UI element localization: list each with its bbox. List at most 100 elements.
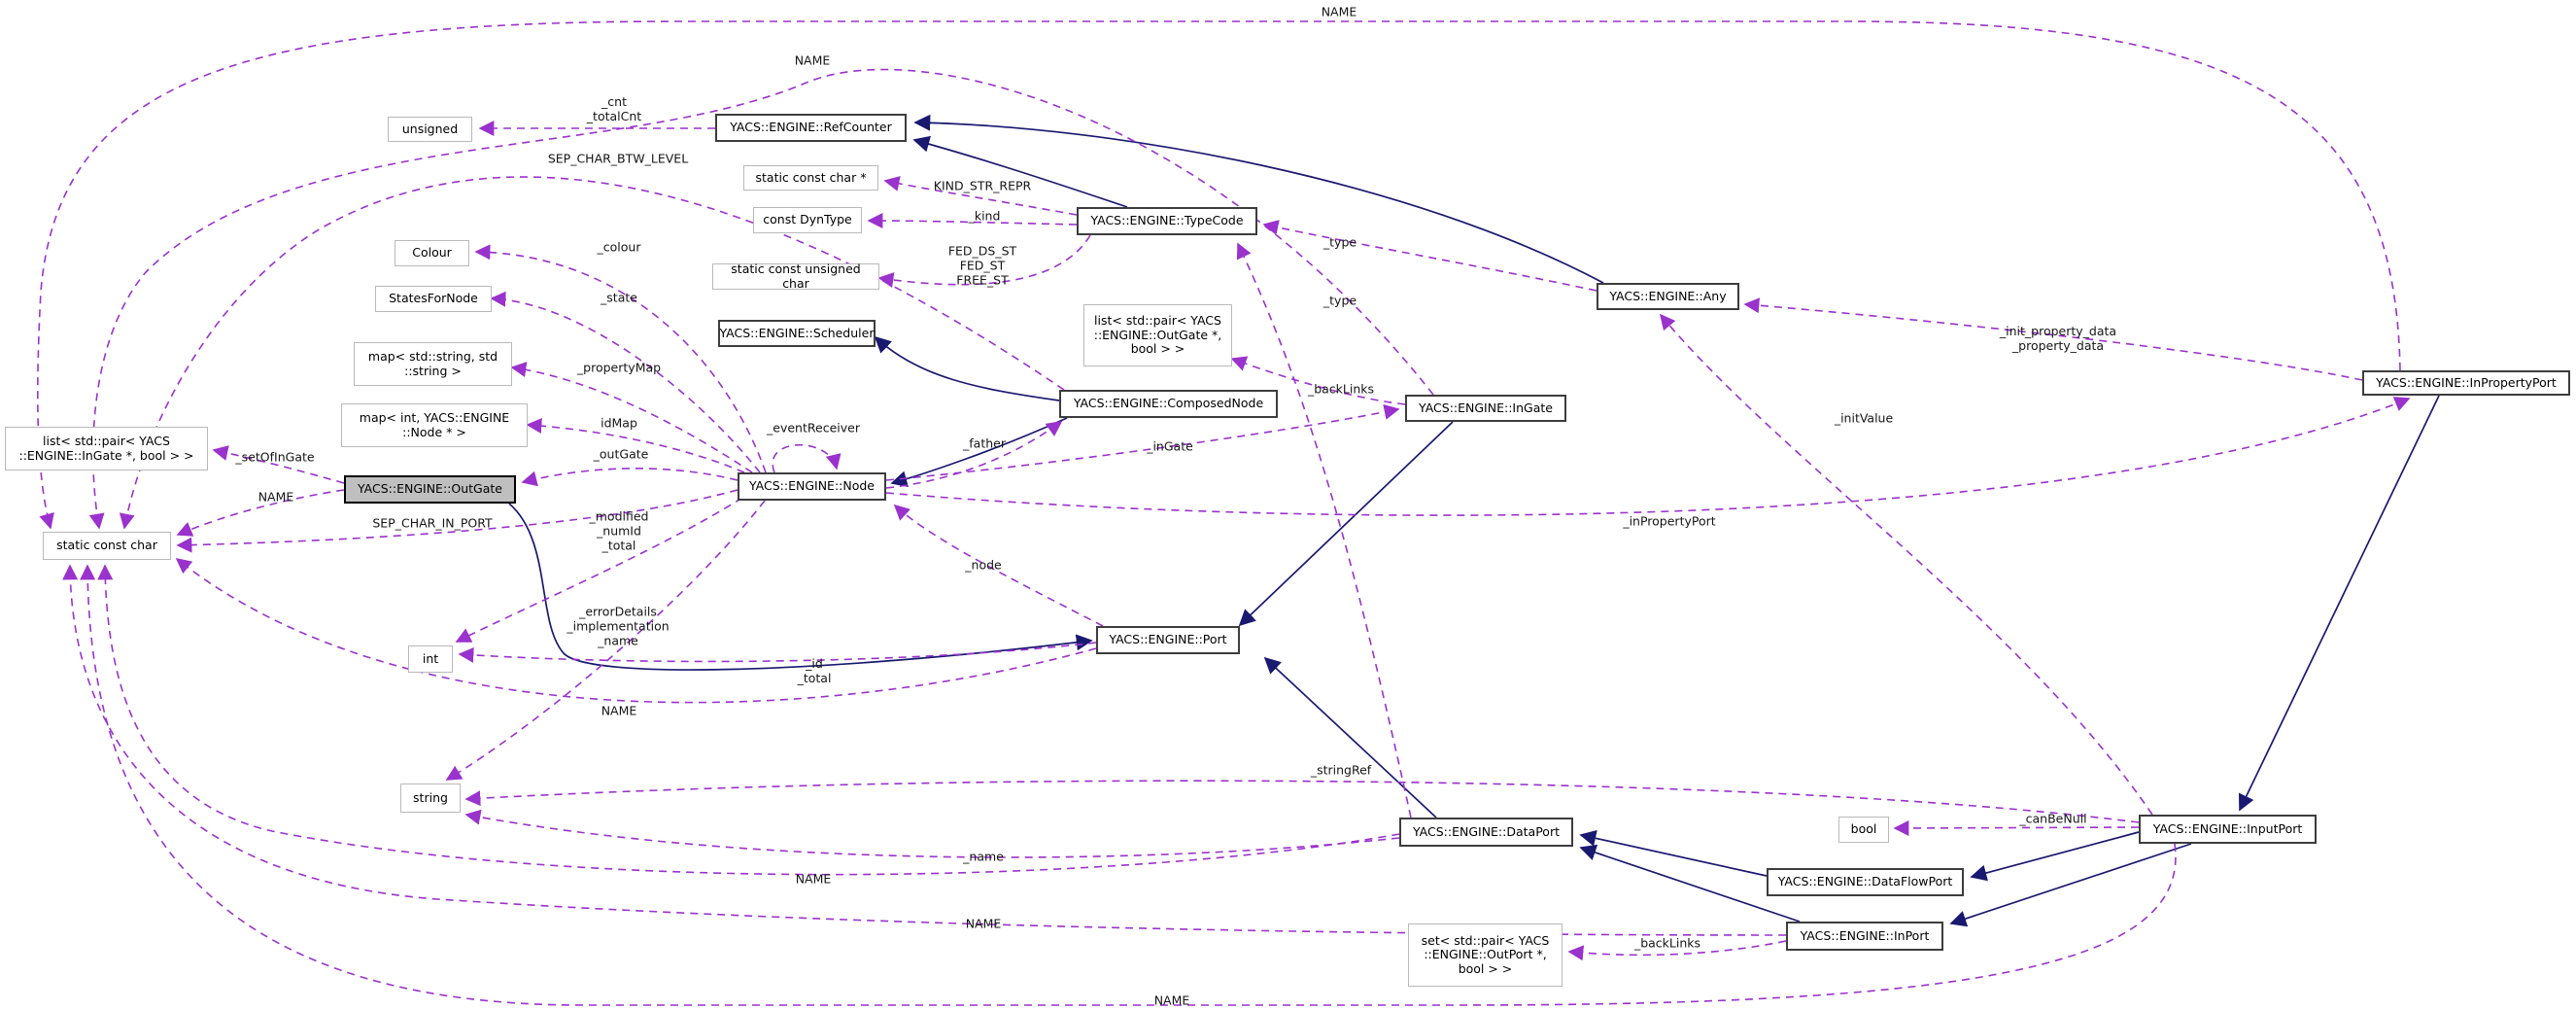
edge-label-name-inpropertyport: NAME	[1321, 4, 1357, 19]
typedef-node-static-const-unsigned-char: static const unsigned char	[712, 261, 879, 290]
class-node-inpropertyport[interactable]: YACS::ENGINE::InPropertyPort	[2362, 370, 2570, 396]
edge-label-kind-str-repr: KIND_STR_REPR	[933, 178, 1032, 193]
edge-use-dataport-name	[97, 564, 1400, 876]
edge-label-name-inputport: NAME	[1153, 993, 1190, 1008]
edge-label-name-inport: NAME	[965, 916, 1002, 931]
edge-label-kind: _kind	[968, 208, 1001, 224]
edge-use-inputport-stringref	[464, 780, 2140, 823]
edge-use-node-int	[455, 497, 743, 643]
edge-use-typecode-staticconstcharptr	[883, 176, 1078, 216]
edge-label-sep-char-in-port: SEP_CHAR_IN_PORT	[372, 515, 493, 531]
edge-label-canbenull: _canBeNull	[2019, 811, 2087, 826]
edge-label-init-property-data: _init_property_data _property_data	[1999, 324, 2117, 353]
edge-label-fed-ds-st: FED_DS_ST FED_ST FREE_ST	[947, 243, 1017, 288]
edge-use-node-self-eventreceiver	[772, 443, 841, 473]
edge-use-dataport-string	[464, 809, 1400, 858]
edge-use-node-inpropertyport	[885, 397, 2411, 516]
edge-use-outgate-setofingate	[212, 445, 345, 484]
edge-inherit-inpropertyport-inputport	[2238, 395, 2440, 812]
class-node-port[interactable]: YACS::ENGINE::Port	[1096, 626, 1240, 654]
typedef-node-set-outport-pairs: set< std::pair< YACS ::ENGINE::OutPort *…	[1408, 923, 1563, 987]
class-node-scheduler[interactable]: YACS::ENGINE::Scheduler	[718, 320, 876, 347]
edge-use-inport-backlinks-set	[1567, 940, 1787, 961]
class-node-dataport[interactable]: YACS::ENGINE::DataPort	[1399, 818, 1573, 847]
edge-label-colour: _colour	[597, 239, 641, 255]
edge-label-type-dataport: _type	[1322, 293, 1357, 308]
typedef-node-map-int-node: map< int, YACS::ENGINE ::Node * >	[341, 403, 528, 447]
edge-inherit-inputport-inport	[1949, 843, 2192, 927]
class-node-typecode[interactable]: YACS::ENGINE::TypeCode	[1077, 207, 1257, 235]
edge-use-port-node	[893, 504, 1104, 627]
edge-label-inpropertyport: _inPropertyPort	[1623, 513, 1716, 529]
edge-label-idmap: idMap	[601, 415, 637, 431]
edge-label-id-total: _id _total	[797, 656, 832, 685]
edge-label-cnt-totalcnt: _cnt _totalCnt	[586, 94, 642, 123]
class-node-inputport[interactable]: YACS::ENGINE::InputPort	[2139, 815, 2317, 844]
edge-use-typecode-dyntype	[867, 213, 1078, 229]
class-node-node[interactable]: YACS::ENGINE::Node	[738, 472, 886, 501]
edge-inherit-outgate-port	[508, 503, 1093, 671]
edge-label-setofingate: _setOfInGate	[235, 449, 315, 465]
typedef-node-string: string	[400, 784, 461, 813]
class-node-any[interactable]: YACS::ENGINE::Any	[1597, 283, 1739, 310]
typedef-node-bool: bool	[1838, 817, 1889, 843]
edge-inherit-composednode-scheduler	[874, 335, 1060, 401]
focus-node-outgate[interactable]: YACS::ENGINE::OutGate	[344, 475, 516, 504]
edge-use-node-string	[445, 500, 766, 781]
edge-label-name-member: _name	[963, 849, 1004, 864]
edge-label-modified-numid-total: _modified _numId _total	[589, 508, 649, 553]
edge-inherit-inport-dataport	[1579, 844, 1801, 923]
edge-label-state: _state	[601, 290, 637, 305]
edge-label-outgate: _outGate	[593, 446, 649, 462]
edge-use-dataport-typecode	[1236, 242, 1412, 818]
edge-use-composednode-sepcharbtwlevel	[119, 176, 1065, 530]
edge-use-typecode-staticconstunsignedchar	[877, 234, 1091, 289]
edge-label-backlinks-inport: _backLinks	[1633, 935, 1701, 951]
edge-use-inputport-any	[1659, 313, 2153, 816]
edge-use-node-statesfornode	[490, 291, 761, 473]
typedef-node-static-const-char-ptr: static const char *	[743, 165, 878, 191]
edge-use-inpropertyport-any	[1743, 297, 2363, 381]
typedef-node-int: int	[408, 645, 453, 673]
edge-inherit-composednode-node	[890, 417, 1068, 488]
edge-inherit-dataport-port	[1263, 656, 1437, 818]
edge-label-name-outgate: NAME	[258, 489, 294, 505]
edge-use-inpropertyport-name	[37, 20, 2401, 530]
typedef-node-list-outgate-pairs: list< std::pair< YACS ::ENGINE::OutGate …	[1083, 304, 1232, 366]
typedef-node-const-dyntype: const DynType	[753, 207, 862, 233]
edge-label-initvalue: _initValue	[1834, 410, 1894, 426]
edge-inherit-ingate-port	[1238, 421, 1454, 627]
edge-use-node-sepcharinport	[176, 489, 738, 553]
class-node-dataflowport[interactable]: YACS::ENGINE::DataFlowPort	[1767, 868, 1964, 896]
class-node-inport[interactable]: YACS::ENGINE::InPort	[1786, 922, 1943, 951]
edge-label-name-dataport: NAME	[795, 871, 832, 887]
class-node-refcounter[interactable]: YACS::ENGINE::RefCounter	[715, 114, 907, 142]
typedef-node-unsigned: unsigned	[388, 117, 472, 142]
typedef-node-colour: Colour	[395, 240, 469, 266]
class-node-composednode[interactable]: YACS::ENGINE::ComposedNode	[1059, 390, 1278, 418]
typedef-node-list-ingate-pairs: list< std::pair< YACS ::ENGINE::InGate *…	[5, 427, 208, 470]
edge-use-outgate-name	[176, 489, 345, 537]
edge-label-backlinks-ingate: _backLinks	[1307, 381, 1375, 397]
edge-label-father: _father	[963, 435, 1006, 451]
edge-inherit-typecode-refcounter	[912, 135, 1128, 208]
edge-use-port-int	[458, 642, 1097, 663]
edge-label-propertymap: _propertyMap	[576, 360, 662, 375]
edge-label-sep-char-btw-level: SEP_CHAR_BTW_LEVEL	[547, 151, 689, 166]
edge-label-name-ingate: NAME	[794, 52, 831, 68]
typedef-node-statesfornode: StatesForNode	[375, 286, 492, 312]
edge-inherit-inputport-dataflowport	[1970, 831, 2140, 882]
edge-use-ingate-name	[88, 68, 1434, 530]
class-node-ingate[interactable]: YACS::ENGINE::InGate	[1405, 395, 1566, 422]
edge-label-node: _node	[965, 557, 1002, 573]
edge-use-any-typecode	[1262, 220, 1597, 292]
edge-label-ingate-member: _inGate	[1147, 438, 1193, 454]
edge-use-node-propertymap	[510, 362, 753, 473]
edge-label-errordetails-implementation-name: _errorDetails _implementation _name	[567, 604, 670, 648]
edge-label-stringref: _stringRef	[1310, 762, 1372, 778]
edge-use-node-outgate	[521, 468, 738, 487]
edge-inherit-dataflowport-dataport	[1579, 829, 1768, 877]
edge-use-inputport-bool	[1893, 819, 2140, 836]
edge-use-node-composednode	[885, 421, 1063, 489]
